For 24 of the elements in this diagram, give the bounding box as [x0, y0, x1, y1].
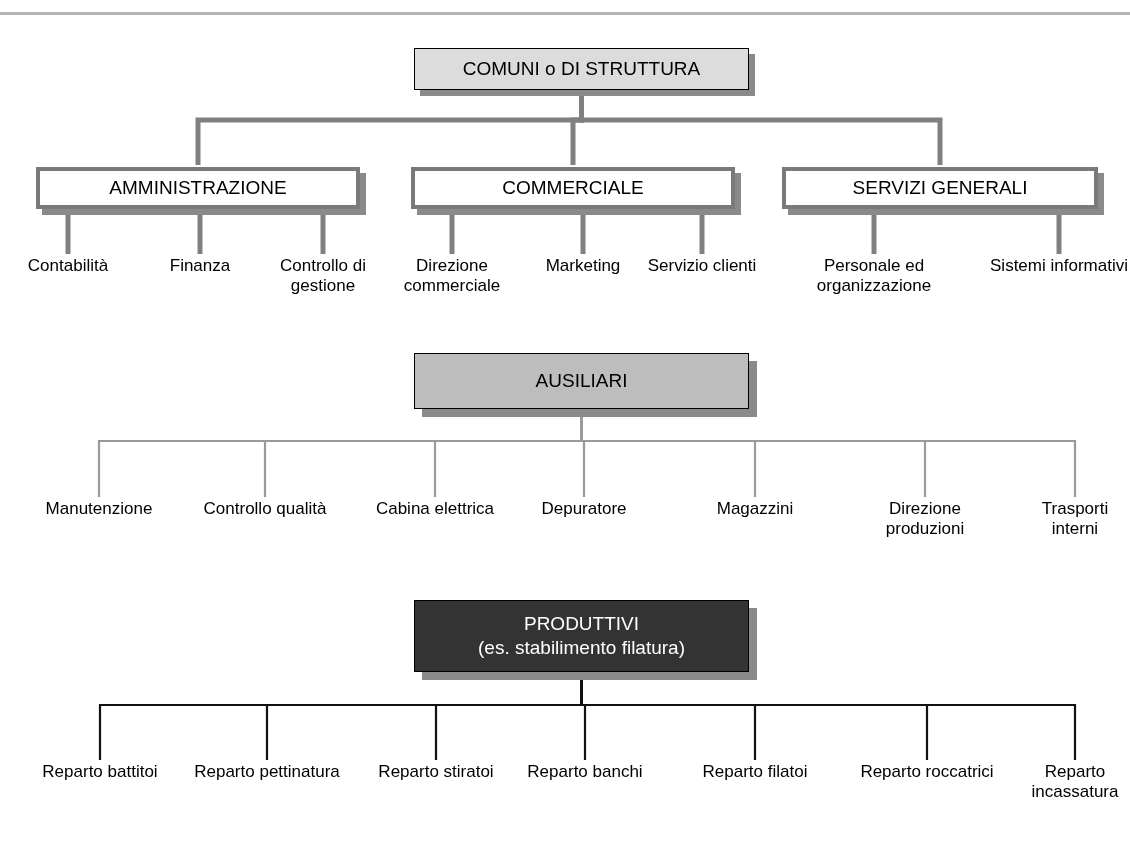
unit-label: Depuratore — [509, 499, 659, 520]
unit-label: Sistemi informativi — [990, 256, 1128, 277]
unit-label: Trasporti interni — [1022, 499, 1128, 540]
box-title: PRODUTTIVI — [523, 612, 640, 636]
box-title: AMMINISTRAZIONE — [109, 176, 287, 200]
unit-label: Reparto roccatrici — [852, 762, 1002, 783]
unit-label: Reparto banchi — [510, 762, 660, 783]
unit-label: Reparto pettinatura — [192, 762, 342, 783]
box-title: COMUNI o DI STRUTTURA — [462, 57, 701, 81]
box-title: (es. stabilimento filatura) — [478, 636, 685, 660]
box-title: SERVIZI GENERALI — [852, 176, 1028, 200]
unit-label: Personale ed organizzazione — [799, 256, 949, 297]
unit-label: Manutenzione — [24, 499, 174, 520]
unit-label: Reparto stiratoi — [361, 762, 511, 783]
unit-label: Cabina elettrica — [360, 499, 510, 520]
unit-label: Servizio clienti — [627, 256, 777, 277]
unit-label: Magazzini — [680, 499, 830, 520]
unit-label: Reparto incassatura — [1022, 762, 1128, 803]
box-title: COMMERCIALE — [502, 176, 644, 200]
unit-label: Direzione produzioni — [850, 499, 1000, 540]
box-title: AUSILIARI — [535, 369, 628, 393]
unit-label: Reparto battitoi — [25, 762, 175, 783]
unit-label: Controllo qualità — [190, 499, 340, 520]
unit-label: Reparto filatoi — [680, 762, 830, 783]
